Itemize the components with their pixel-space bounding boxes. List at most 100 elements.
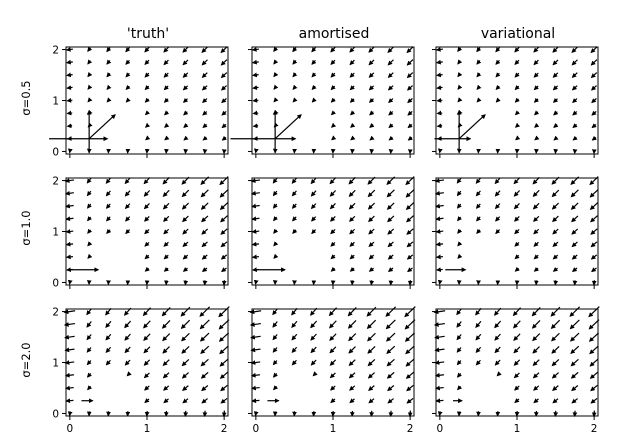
quiver-arrow xyxy=(291,190,297,197)
quiver-arrow xyxy=(552,385,559,391)
quiver-arrow xyxy=(367,372,375,379)
quiver-arrow xyxy=(569,332,580,342)
quiver-arrow xyxy=(571,85,578,91)
quiver-arrow xyxy=(181,359,190,367)
quiver-arrow xyxy=(349,228,356,235)
quiver-arrow xyxy=(143,177,151,185)
quiver-arrow xyxy=(475,359,481,366)
quiver-arrow xyxy=(251,385,260,391)
quiver-arrow xyxy=(494,203,501,210)
quiver-arrow xyxy=(493,307,502,316)
quiver-arrow xyxy=(532,176,540,185)
quiver-arrow xyxy=(514,110,521,116)
quiver-arrow xyxy=(435,385,444,391)
quiver-arrow xyxy=(292,84,298,90)
quiver-arrow xyxy=(532,189,540,197)
quiver-arrow xyxy=(330,398,336,404)
quiver-arrow xyxy=(202,110,208,116)
quiver-arrow xyxy=(589,202,599,211)
quiver-arrow xyxy=(330,228,336,235)
quiver-arrow xyxy=(64,372,75,378)
quiver-arrow xyxy=(348,359,356,367)
quiver-arrow xyxy=(435,47,444,52)
quiver-arrow xyxy=(367,359,376,367)
quiver-arrow xyxy=(273,59,279,65)
quiver-arrow xyxy=(457,109,463,116)
quiver-arrow xyxy=(368,85,375,91)
quiver-arrow xyxy=(457,241,463,247)
quiver-arrow xyxy=(591,123,597,129)
quiver-arrow xyxy=(163,46,170,53)
quiver-arrow xyxy=(551,372,559,379)
quiver-arrow xyxy=(272,334,278,341)
quiver-arrow xyxy=(550,319,561,330)
quiver-arrow xyxy=(476,228,482,234)
quiver-arrow xyxy=(201,267,208,272)
quiver-arrow xyxy=(513,190,521,197)
quiver-arrow xyxy=(475,333,482,341)
quiver-arrow xyxy=(404,319,416,330)
quiver-arrow xyxy=(86,334,92,341)
quiver-arrow xyxy=(123,307,132,316)
x-tick-label: 0 xyxy=(253,423,260,433)
quiver-arrow xyxy=(183,110,189,116)
quiver-arrow xyxy=(387,46,395,53)
quiver-arrow xyxy=(143,359,151,366)
y-tick-label: 2 xyxy=(52,176,59,188)
quiver-arrow xyxy=(182,385,189,391)
quiver-arrow xyxy=(251,229,260,234)
quiver-arrow xyxy=(388,110,394,116)
quiver-arrow xyxy=(349,215,356,222)
quiver-arrow xyxy=(330,72,336,78)
quiver-arrow xyxy=(163,266,169,272)
quiver-arrow xyxy=(87,122,93,128)
quiver-arrow xyxy=(532,372,540,379)
quiver-arrow xyxy=(349,97,355,103)
quiver-arrow xyxy=(310,346,317,354)
x-tick-label: 1 xyxy=(330,423,337,433)
quiver-arrow xyxy=(348,346,356,354)
quiver-arrow xyxy=(67,411,73,417)
quiver-arrow xyxy=(513,372,520,379)
quiver-arrow xyxy=(250,334,261,340)
quiver-arrow xyxy=(163,228,170,235)
y-tick-label: 1 xyxy=(52,227,59,239)
quiver-arrow xyxy=(292,216,298,222)
quiver-arrow xyxy=(570,358,579,367)
quiver-arrow xyxy=(124,333,131,341)
quiver-arrow xyxy=(330,122,337,128)
quiver-arrow xyxy=(202,123,208,129)
quiver-arrow xyxy=(495,84,501,91)
quiver-arrow xyxy=(436,97,443,103)
quiver-arrow xyxy=(144,398,150,404)
quiver-arrow xyxy=(163,97,169,103)
quiver-arrow xyxy=(219,358,229,367)
quiver-arrow xyxy=(202,135,208,141)
quiver-arrow xyxy=(182,72,189,78)
quiver-arrow xyxy=(219,189,229,198)
quiver-arrow xyxy=(220,228,228,235)
quiver-arrow xyxy=(273,228,279,234)
quiver-arrow xyxy=(87,253,93,259)
quiver-arrow xyxy=(105,190,111,197)
quiver-arrow xyxy=(553,135,559,141)
quiver-arrow xyxy=(161,320,171,329)
quiver-arrow xyxy=(387,385,395,392)
quiver-arrow xyxy=(572,135,578,141)
quiver-arrow xyxy=(330,216,336,222)
quiver-arrow xyxy=(65,59,73,65)
quiver-arrow xyxy=(457,59,463,65)
x-tick-label: 2 xyxy=(591,423,598,433)
column-title-amortised: amortised xyxy=(299,26,370,42)
quiver-arrow xyxy=(589,371,599,379)
quiver-arrow xyxy=(63,322,75,327)
quiver-arrow xyxy=(436,110,443,116)
quiver-arrow xyxy=(531,320,541,329)
quiver-arrow xyxy=(406,384,414,392)
quiver-arrow xyxy=(106,97,112,103)
quiver-arrow xyxy=(551,359,560,367)
quiver-arrow xyxy=(219,176,229,186)
x-tick-label: 1 xyxy=(144,423,151,433)
